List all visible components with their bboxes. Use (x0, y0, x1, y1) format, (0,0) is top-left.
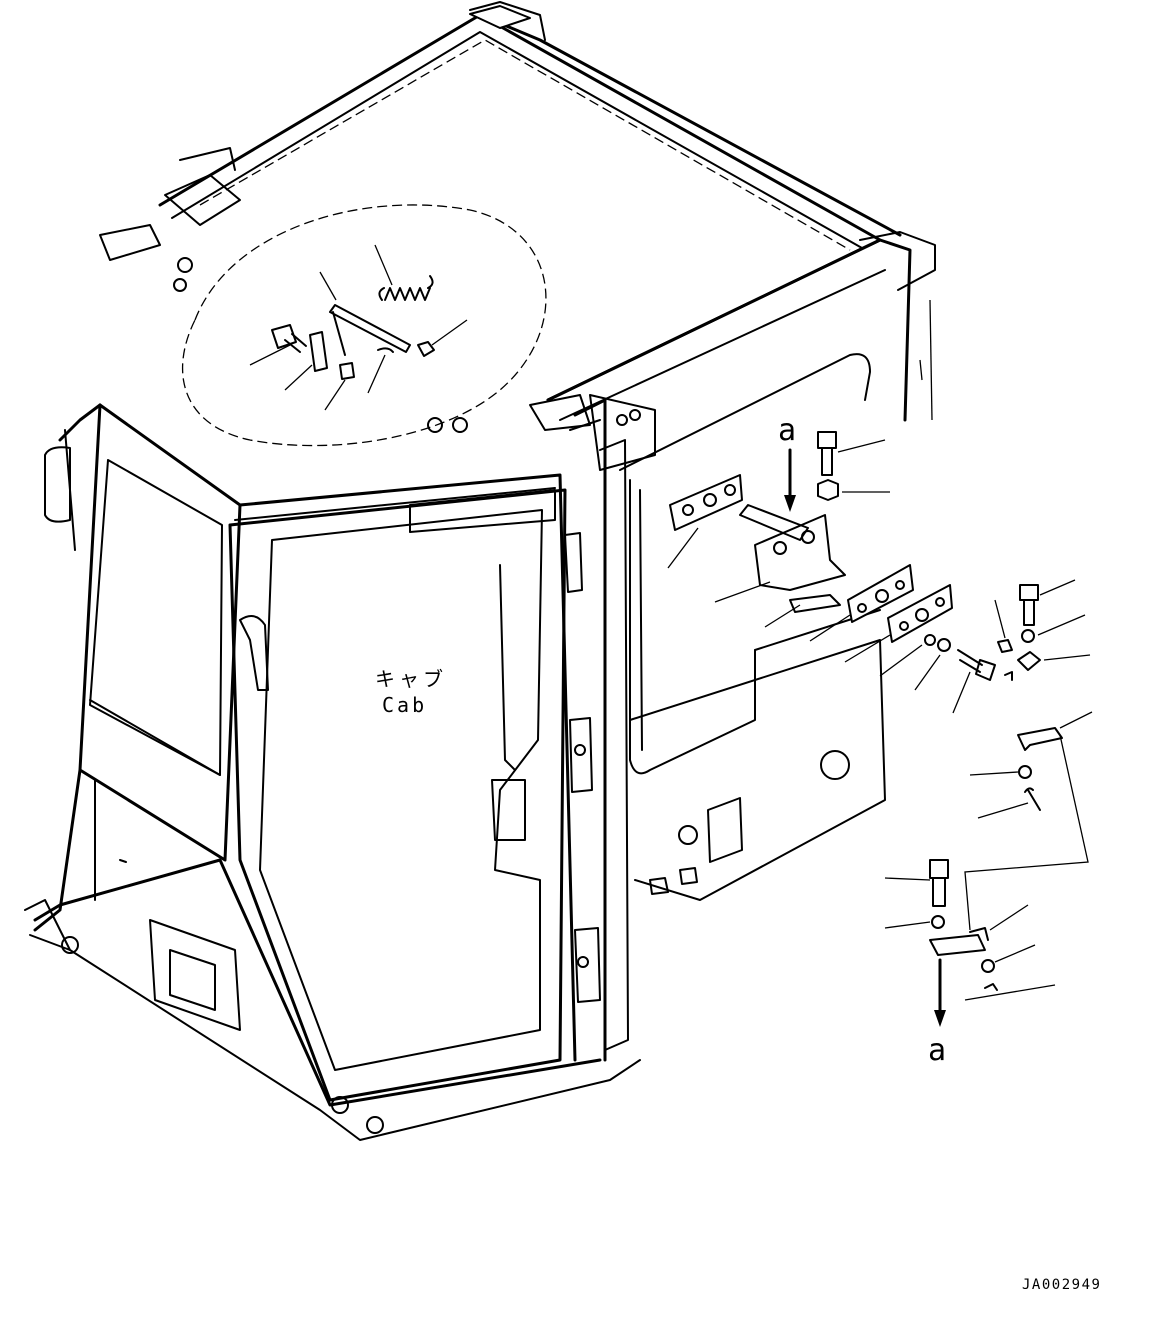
roof-latch-parts (249, 244, 468, 411)
hinge-exploded-parts: a (667, 413, 1093, 1068)
latch-rod-icon (329, 304, 411, 356)
cab-door (228, 488, 567, 1102)
nut-icon (997, 639, 1013, 653)
bolt-icon (817, 431, 837, 476)
bolt-icon (271, 324, 307, 353)
cab-label-jp: キャブ (375, 667, 447, 691)
pin-icon (984, 983, 998, 991)
shim-plate-icon (847, 564, 914, 623)
stopper-icon (1017, 727, 1063, 751)
nut-icon (817, 479, 839, 501)
view-ref-top: a (778, 413, 796, 448)
washer-icon (1021, 629, 1035, 643)
stopper-bracket-icon (929, 927, 989, 956)
shim-plate-icon (887, 584, 953, 643)
drawing-number: JA002949 (1022, 1277, 1101, 1293)
cab-roof (99, 1, 936, 447)
shim-plate-icon (669, 474, 743, 531)
spring-icon (378, 275, 434, 301)
pin-icon (1024, 787, 1041, 811)
cab-body (24, 403, 641, 1141)
spacer-icon (789, 594, 841, 613)
cab-label-en: Cab (382, 693, 427, 717)
latch-plate-icon (309, 331, 328, 372)
bolt-icon (957, 649, 996, 681)
washer-icon (937, 638, 951, 652)
pin-icon (377, 347, 394, 353)
clip-icon (339, 362, 355, 380)
clip-icon (1017, 651, 1041, 671)
washer-icon (981, 959, 995, 973)
bolt-icon (1019, 584, 1039, 626)
hinge-bracket-icon (739, 504, 846, 591)
washer-icon (1018, 765, 1032, 779)
cab-right-side (529, 238, 933, 1062)
washer-icon (924, 634, 936, 646)
washer-icon (931, 915, 945, 929)
nut-icon (417, 341, 435, 357)
bolt-icon (929, 859, 949, 907)
view-ref-bottom: a (928, 1033, 946, 1068)
